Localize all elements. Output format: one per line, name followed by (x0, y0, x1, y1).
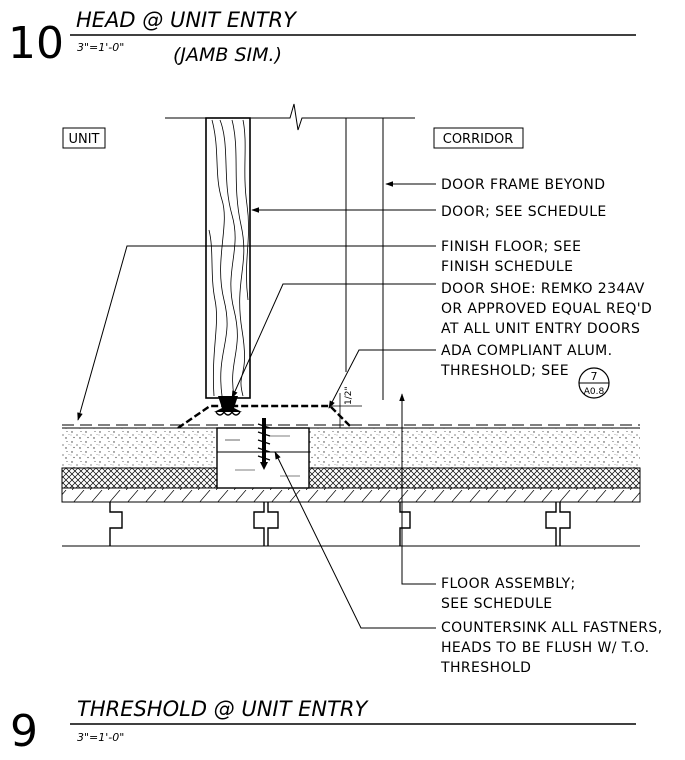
note-door: DOOR; SEE SCHEDULE (441, 204, 607, 220)
note-threshold-1: ADA COMPLIANT ALUM. (441, 343, 613, 359)
note-fastener-3: THRESHOLD (440, 660, 531, 676)
detail-title: HEAD @ UNIT ENTRY (76, 8, 298, 32)
note-finish-floor-2: FINISH SCHEDULE (441, 259, 573, 275)
detail-title: THRESHOLD @ UNIT ENTRY (77, 697, 370, 721)
floor-assembly (61, 427, 641, 547)
note-door-frame: DOOR FRAME BEYOND (441, 177, 605, 193)
dimension-label: 1/2" (344, 386, 354, 405)
marker-detail: 7 (591, 370, 598, 383)
frame-head-line (165, 103, 415, 400)
section-reference-marker: 7 A0.8 (578, 367, 610, 399)
note-door-shoe-1: DOOR SHOE: REMKO 234AV (441, 281, 645, 297)
threshold-height-dimension: 1/2" (332, 386, 362, 428)
detail-number: 10 (8, 18, 64, 69)
note-floor-assembly-1: FLOOR ASSEMBLY; (441, 576, 576, 592)
threshold (177, 404, 353, 429)
fastener-screw (257, 418, 271, 470)
unit-label: UNIT (68, 132, 99, 147)
detail-subtitle: (JAMB SIM.) (173, 44, 282, 66)
note-finish-floor-1: FINISH FLOOR; SEE (441, 239, 581, 255)
detail-scale: 3"=1'-0" (77, 731, 124, 744)
detail-10-title-block: 10 HEAD @ UNIT ENTRY 3"=1'-0" (JAMB SIM.… (8, 8, 636, 69)
door-leaf (205, 117, 251, 399)
note-threshold-2: THRESHOLD; SEE (440, 363, 569, 379)
marker-sheet: A0.8 (584, 387, 605, 397)
leader-lines (77, 181, 436, 629)
corridor-label: CORRIDOR (443, 132, 513, 147)
unit-tag: UNIT (62, 127, 106, 149)
door-shoe (214, 396, 242, 416)
corridor-tag: CORRIDOR (433, 127, 524, 149)
note-door-shoe-2: OR APPROVED EQUAL REQ'D (441, 301, 652, 317)
note-fastener-1: COUNTERSINK ALL FASTNERS, (441, 620, 663, 636)
note-floor-assembly-2: SEE SCHEDULE (441, 596, 553, 612)
detail-scale: 3"=1'-0" (77, 41, 124, 54)
note-fastener-2: HEADS TO BE FLUSH W/ T.O. (441, 640, 650, 656)
detail-9-title-block: 9 THRESHOLD @ UNIT ENTRY 3"=1'-0" (10, 697, 636, 757)
detail-number: 9 (10, 706, 38, 757)
callout-notes: DOOR FRAME BEYOND DOOR; SEE SCHEDULE FIN… (440, 177, 663, 676)
note-door-shoe-3: AT ALL UNIT ENTRY DOORS (441, 321, 640, 337)
